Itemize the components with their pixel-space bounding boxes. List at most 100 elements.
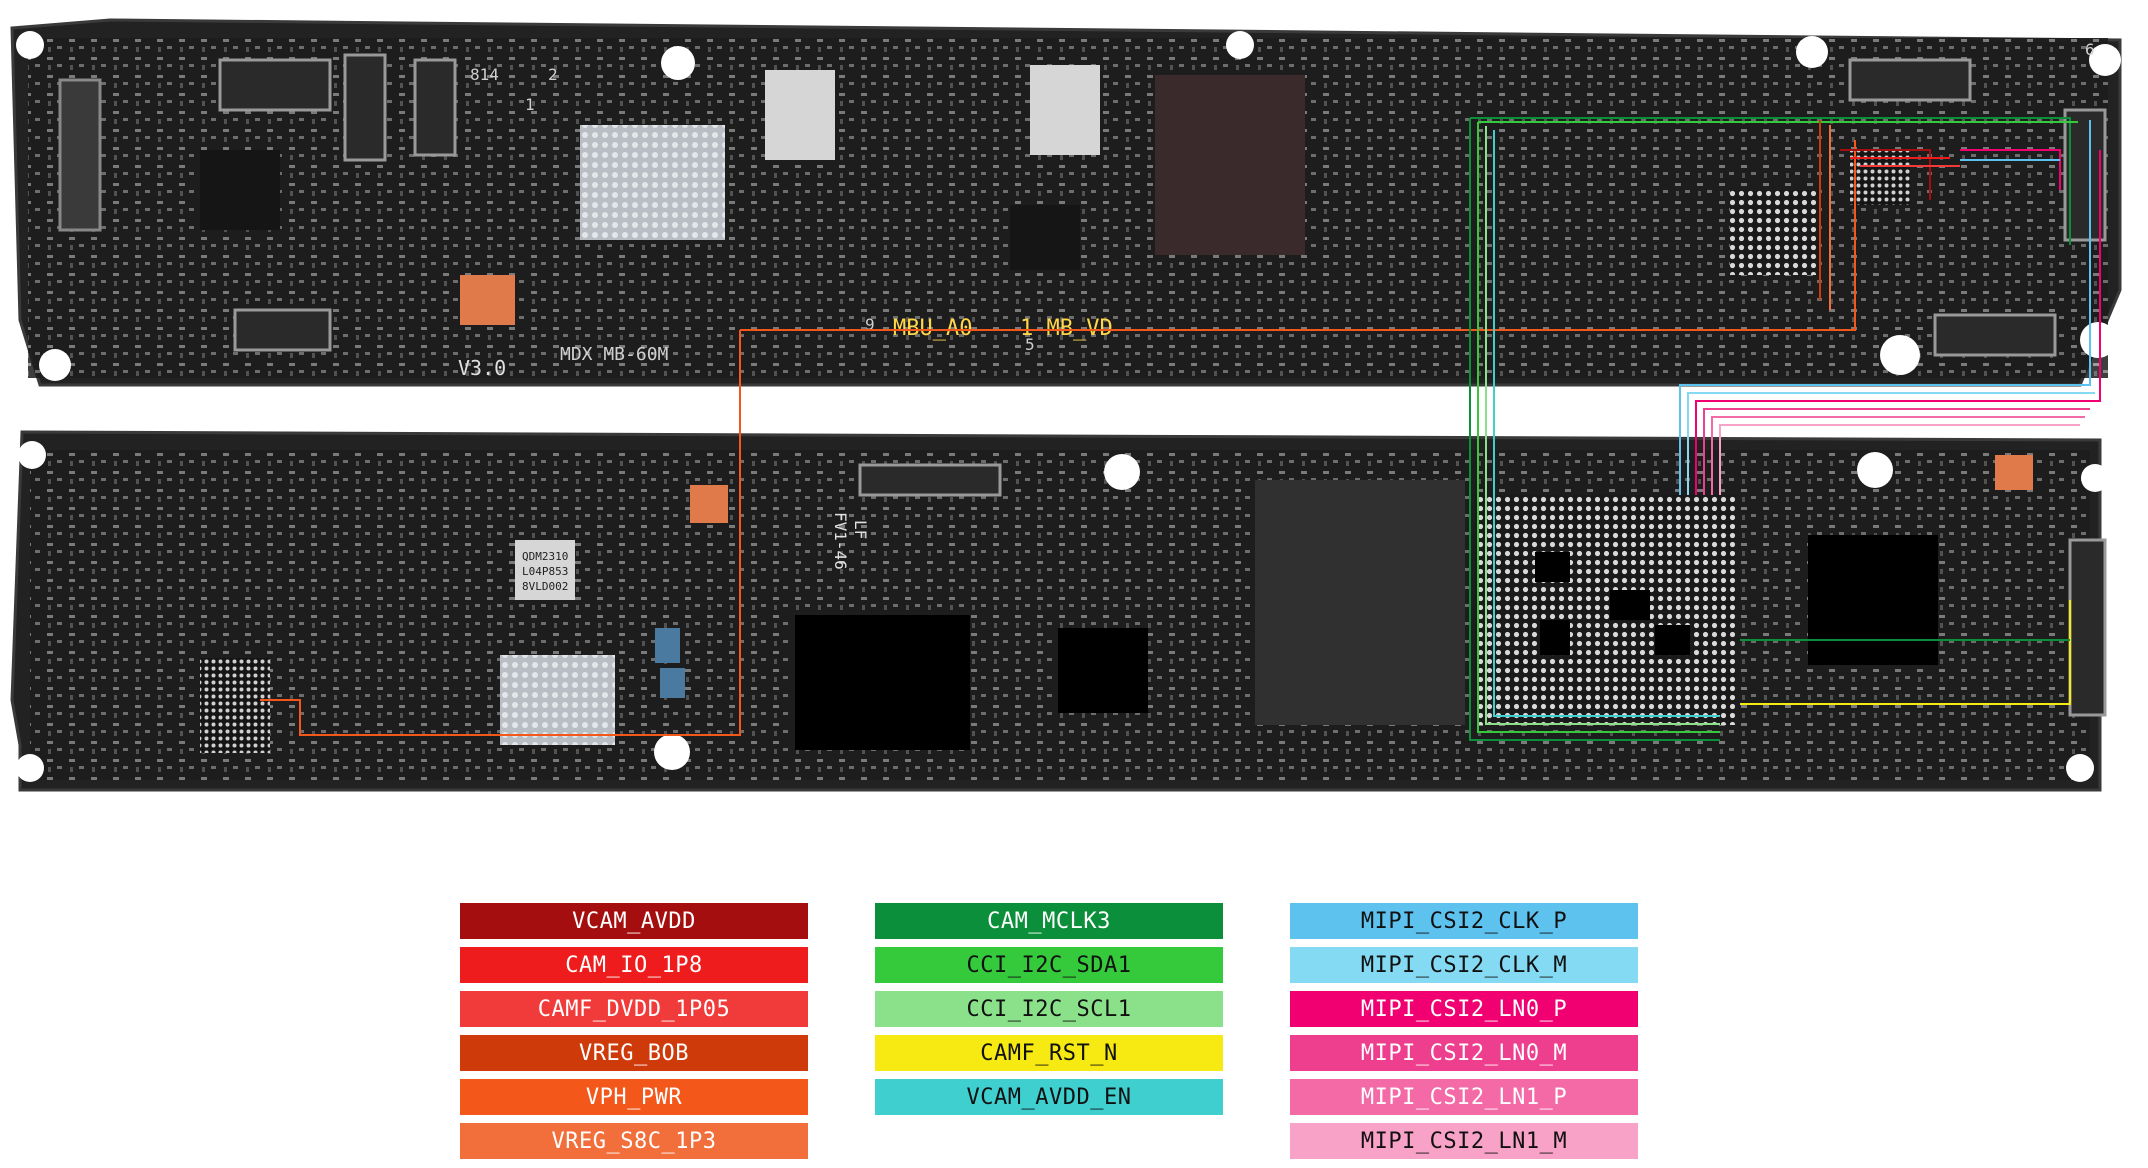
legend-cci-i2c-sda1: CCI_I2C_SDA1 [875, 947, 1223, 983]
fpc-connector [858, 463, 1002, 497]
trace-csi-ln1-p [1711, 416, 2085, 495]
legend-vreg-bob: VREG_BOB [460, 1035, 808, 1071]
bottom-board: QDM2310 L04P853 8VLD002 FV1-46 LF [10, 430, 2109, 792]
trace-cam-mclk3 [1470, 117, 2071, 245]
fpc-connector [343, 53, 387, 162]
ic-label-chip [515, 540, 575, 600]
fpc-connector [218, 58, 332, 112]
silk-label: MBU_A0 [893, 316, 972, 341]
component [660, 668, 685, 698]
trace-vph-pwr [260, 330, 741, 736]
component [655, 628, 680, 663]
pad-cluster [460, 275, 515, 325]
legend-cam-io-1p8: CAM_IO_1P8 [460, 947, 808, 983]
silk-label: 5 [1025, 335, 1035, 354]
mounting-hole [654, 734, 690, 770]
trace-csi-ln1-m [1719, 424, 2080, 495]
silk-label: 9 [865, 315, 875, 334]
redacted-chip [1058, 628, 1148, 713]
silk-label: MDX MB-60M [560, 344, 669, 365]
redacted-pad [1535, 552, 1570, 582]
signal-traces [260, 117, 2101, 741]
pad-cluster [690, 485, 728, 523]
trace-vcam-avdd [1840, 149, 1931, 200]
bga-chip [1850, 150, 1910, 205]
legend-cci-i2c-scl1: CCI_I2C_SCL1 [875, 991, 1223, 1027]
mounting-hole [2066, 754, 2094, 782]
trace-cam-mclk3 [1469, 118, 1720, 741]
redacted-chip [795, 615, 970, 750]
silk-label: 1 MB_VD [1020, 316, 1113, 341]
fpc-connector [2063, 108, 2107, 242]
redacted-chip [1808, 535, 1938, 665]
trace-csi-clk-p [1679, 120, 2091, 495]
main-soc-bga [1475, 495, 1735, 725]
legend-mipi-csi2-ln1-p: MIPI_CSI2_LN1_P [1290, 1079, 1638, 1115]
mounting-hole [661, 46, 695, 80]
legend-vreg-s8c-1p3: VREG_S8C_1P3 [460, 1123, 808, 1159]
redacted-pad [1610, 590, 1650, 620]
legend-mipi-csi2-clk-p: MIPI_CSI2_CLK_P [1290, 903, 1638, 939]
mounting-hole [2080, 322, 2116, 358]
bga-chip [200, 658, 270, 753]
mounting-hole [18, 441, 46, 469]
legend-cam-mclk3: CAM_MCLK3 [875, 903, 1223, 939]
trace-camf-rst-n [1740, 600, 2071, 705]
redacted-pad [1540, 620, 1570, 655]
fpc-connector [1933, 313, 2057, 357]
chip-label: QDM2310 [522, 550, 568, 563]
ic-chip [200, 150, 280, 230]
fpc-connector [233, 308, 332, 352]
mounting-hole [2081, 464, 2109, 492]
redacted-pad [1655, 625, 1690, 655]
trace-csi-ln0-m [1703, 408, 2090, 495]
trace-cci-sda1 [1477, 122, 1720, 733]
mounting-hole [2089, 44, 2121, 76]
chip-label: L04P853 [522, 565, 568, 578]
mounting-hole [1226, 31, 1254, 59]
silk-label: 2 [548, 65, 558, 84]
chip-label: 8VLD002 [522, 580, 568, 593]
legend-vph-pwr: VPH_PWR [460, 1079, 808, 1115]
ic-label-chip [765, 70, 835, 160]
silk-label: 6 [2085, 40, 2095, 59]
mounting-hole [1880, 335, 1920, 375]
fpc-connector [2068, 538, 2107, 717]
silk-label: 814 [470, 65, 499, 84]
mounting-hole [1857, 452, 1893, 488]
pad-cluster [1995, 455, 2033, 490]
silk-label: FV1-46 [831, 512, 850, 570]
ic-chip [1010, 205, 1080, 270]
legend-vcam-avdd-en: VCAM_AVDD_EN [875, 1079, 1223, 1115]
silk-label: 1 [525, 95, 535, 114]
legend-mipi-csi2-ln1-m: MIPI_CSI2_LN1_M [1290, 1123, 1638, 1159]
legend-mipi-csi2-ln0-m: MIPI_CSI2_LN0_M [1290, 1035, 1638, 1071]
soc-package [1155, 75, 1305, 255]
trace-vph-pwr [740, 140, 1856, 331]
legend-vcam-avdd: VCAM_AVDD [460, 903, 808, 939]
mounting-hole [1796, 36, 1828, 68]
soc-package [1255, 480, 1465, 725]
shield-can [580, 125, 725, 240]
mounting-hole [16, 31, 44, 59]
mounting-hole [16, 754, 44, 782]
ic-label-chip [1030, 65, 1100, 155]
legend-mipi-csi2-ln0-p: MIPI_CSI2_LN0_P [1290, 991, 1638, 1027]
legend-camf-dvdd-1p05: CAMF_DVDD_1P05 [460, 991, 808, 1027]
silk-label: V3.0 [458, 356, 506, 380]
mounting-hole [39, 349, 71, 381]
legend-mipi-csi2-clk-m: MIPI_CSI2_CLK_M [1290, 947, 1638, 983]
trace-cci-scl1 [1485, 126, 1720, 725]
fpc-connector [1848, 58, 1972, 102]
shield-can [500, 655, 615, 745]
trace-vcam-avdd-en [1493, 130, 1720, 717]
trace-csi-ln0-p [1695, 150, 2101, 495]
trace-csi-ln0-p [1960, 149, 2061, 190]
top-board: MBU_A0 1 MB_VD V3.0 MDX MB-60M 814 2 1 5… [10, 18, 2122, 387]
fpc-connector [58, 78, 102, 232]
bga-chip [1730, 190, 1820, 275]
fpc-connector [413, 58, 457, 157]
silk-label: LF [851, 520, 870, 539]
mounting-hole [1104, 454, 1140, 490]
